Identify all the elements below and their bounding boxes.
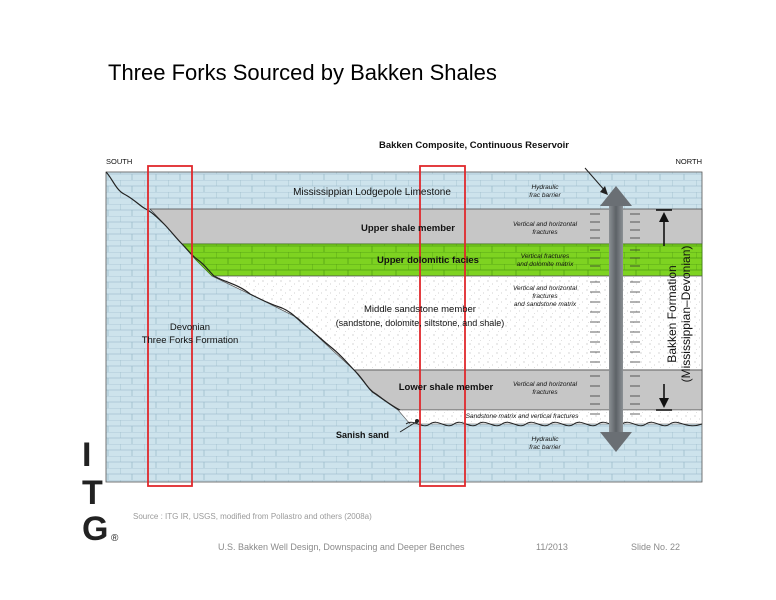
bakken-formation-label: Bakken Formation xyxy=(665,265,679,362)
highlight-box-south xyxy=(147,165,193,487)
frac-barrier-top-2: frac barrier xyxy=(529,192,561,199)
registered-mark: ® xyxy=(111,533,119,544)
reservoir-label: Bakken Composite, Continuous Reservoir xyxy=(379,140,569,151)
itg-logo-t: T xyxy=(82,474,103,512)
fractures-dolo-1: Vertical fractures xyxy=(521,253,570,260)
middle-sandstone-label-2: (sandstone, dolomite, siltstone, and sha… xyxy=(336,318,505,328)
devonian-label-1: Devonian xyxy=(170,322,210,333)
lower-shale-label: Lower shale member xyxy=(399,382,494,393)
upper-dolomitic-label: Upper dolomitic facies xyxy=(377,255,479,266)
sanish-pointer-dot xyxy=(415,419,419,423)
fractures-lower-2: fractures xyxy=(532,389,558,396)
source-note: Source : ITG IR, USGS, modified from Pol… xyxy=(133,512,372,521)
footer-date: 11/2013 xyxy=(536,542,568,552)
itg-logo-g: G xyxy=(82,510,109,548)
north-label: NORTH xyxy=(675,157,702,166)
reservoir-leader-line xyxy=(584,167,607,193)
sanish-label: Sanish sand xyxy=(336,430,389,440)
sanish-wavy-line xyxy=(405,421,703,427)
frac-barrier-bottom-1: Hydraulic xyxy=(531,436,559,443)
fractures-upper-1: Vertical and horizontal xyxy=(513,221,578,228)
itg-logo-i: I xyxy=(82,436,92,474)
reservoir-double-arrow xyxy=(600,186,632,452)
fractures-middle-1: Vertical and horizontal xyxy=(513,285,578,292)
fractures-middle-2: fractures xyxy=(532,293,558,300)
slide-title: Three Forks Sourced by Bakken Shales xyxy=(108,60,497,85)
middle-sandstone-label-1: Middle sandstone member xyxy=(364,304,476,315)
footer-title: U.S. Bakken Well Design, Downspacing and… xyxy=(218,542,465,552)
unconformity-line xyxy=(105,171,401,411)
upper-shale-label: Upper shale member xyxy=(361,223,455,234)
bakken-arrowhead-bottom xyxy=(659,398,669,408)
bakken-arrowhead-top xyxy=(659,212,669,222)
south-label: SOUTH xyxy=(106,157,132,166)
fractures-middle-3: and sandstone matrix xyxy=(514,301,577,308)
frac-barrier-top-1: Hydraulic xyxy=(531,184,559,191)
sanish-matrix-label: Sandstone matrix and vertical fractures xyxy=(466,413,579,420)
highlight-box-middle xyxy=(419,165,466,487)
fractures-dolo-2: and dolomite matrix xyxy=(517,261,574,268)
devonian-label-2: Three Forks Formation xyxy=(142,335,239,346)
frac-barrier-bottom-2: frac barrier xyxy=(529,444,561,451)
fractures-lower-1: Vertical and horizontal xyxy=(513,381,578,388)
reservoir-leader-arrowhead xyxy=(600,186,608,195)
sanish-pointer-line xyxy=(399,421,417,433)
fracture-marks xyxy=(590,213,640,415)
bakken-period-label: (Mississippian–Devonian) xyxy=(679,246,693,383)
fractures-upper-2: fractures xyxy=(532,229,558,236)
footer-slide-number: Slide No. 22 xyxy=(631,542,681,552)
lodgepole-label: Mississippian Lodgepole Limestone xyxy=(293,187,451,198)
bakken-formation-arrow xyxy=(656,209,672,411)
